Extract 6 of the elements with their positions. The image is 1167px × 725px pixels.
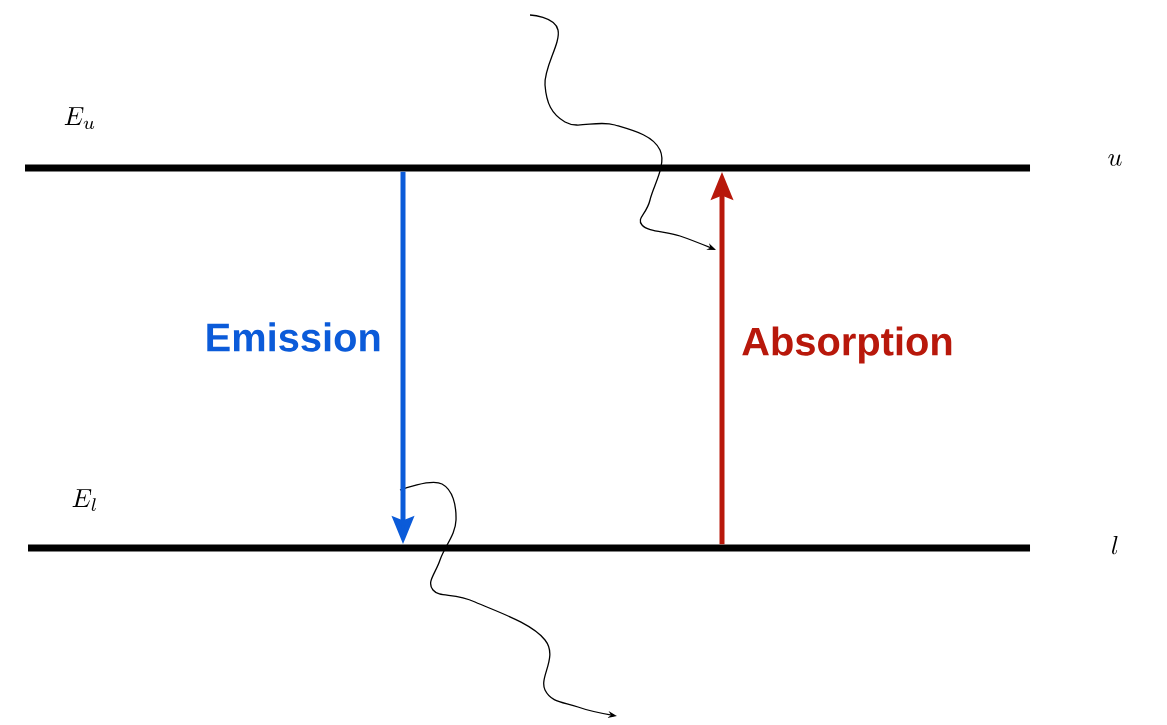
edge-label: Emission <box>207 322 380 352</box>
level-label: $u$ <box>1108 154 1122 166</box>
edge-label: Absorption <box>742 326 952 364</box>
energy-label: $E_l$ <box>72 489 96 511</box>
level-label: $l$ <box>1112 536 1118 555</box>
energy-label: $E_u$ <box>64 107 95 129</box>
